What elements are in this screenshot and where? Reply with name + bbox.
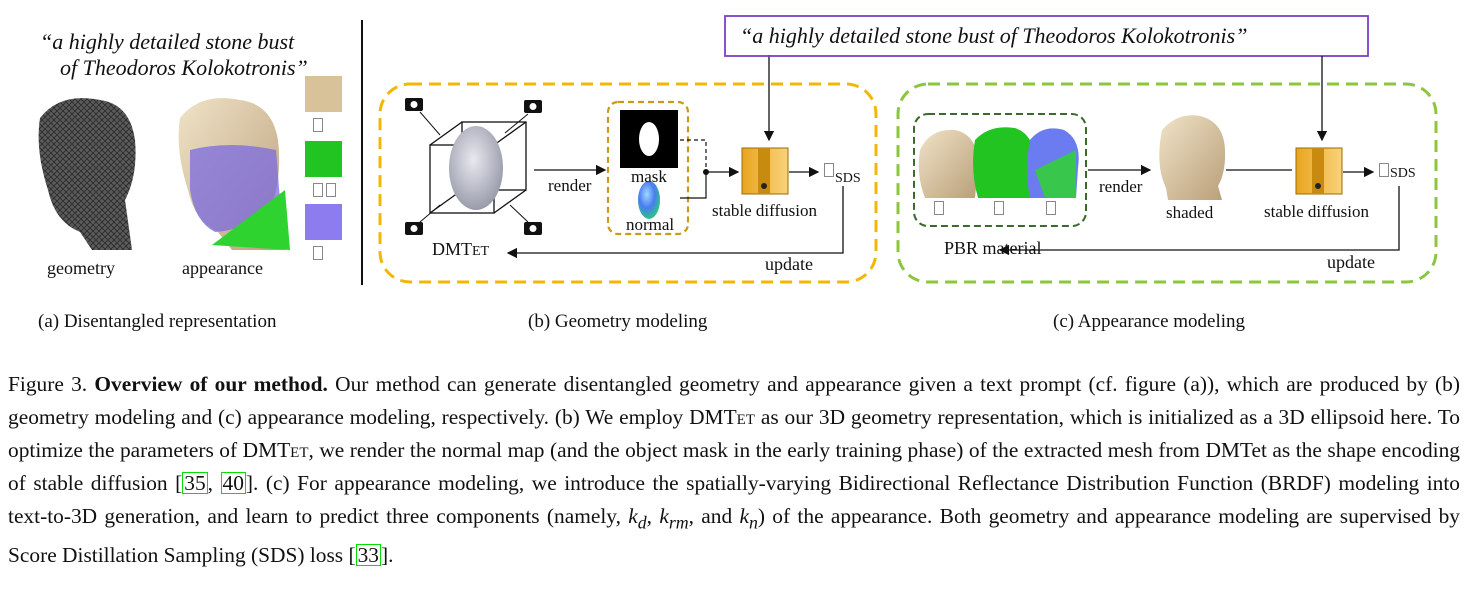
update-label-b: update — [765, 254, 813, 274]
panel-c-prompt: “a highly detailed stone bust of Theodor… — [740, 23, 1248, 48]
geometry-modeling-box — [378, 82, 878, 284]
stable-diffusion-label-c: stable diffusion — [1264, 202, 1369, 221]
panel-a-prompt-line1: “a highly detailed stone bust — [40, 29, 295, 54]
dmtet-cube — [429, 121, 527, 214]
figure-3: “a highly detailed stone bust of Theodor… — [38, 15, 1438, 332]
mask-normal-box — [606, 100, 690, 236]
texture-swatch-roughness — [305, 141, 342, 177]
citation-link-40[interactable]: 40 — [220, 471, 246, 495]
panel-c-caption: (c) Appearance modeling — [1053, 311, 1246, 332]
shaded-label: shaded — [1166, 203, 1214, 222]
caption-title: Overview of our method. — [94, 372, 328, 396]
appearance-modeling-box — [896, 82, 1438, 284]
appearance-label: appearance — [182, 258, 263, 278]
appearance-bust-image — [178, 98, 290, 250]
normal-label: normal — [626, 215, 675, 234]
figure-number: Figure 3. — [8, 372, 88, 396]
panel-a-prompt-line2: of Theodoros Kolokotronis” — [60, 55, 308, 80]
stable-diffusion-icon-b — [741, 147, 789, 195]
sds-label-c: SDS — [1390, 166, 1416, 181]
render-label-b: render — [548, 176, 592, 195]
texture-swatch-normal — [305, 204, 342, 240]
geometry-bust-image — [38, 98, 136, 250]
prompt-box — [724, 15, 1369, 57]
shaded-bust-image — [1159, 115, 1226, 200]
mask-label: mask — [631, 167, 667, 186]
panel-b-caption: (b) Geometry modeling — [528, 311, 708, 332]
render-label-c: render — [1099, 177, 1143, 196]
citation-link-33[interactable]: 33 — [355, 543, 381, 568]
dmtet-label: DMTET — [432, 239, 490, 259]
stable-diffusion-label-b: stable diffusion — [712, 201, 817, 220]
pbr-bust-images — [918, 127, 1079, 198]
panel-a-caption: (a) Disentangled representation — [38, 311, 277, 332]
normal-image — [638, 181, 660, 219]
sds-label-b: SDS — [835, 171, 861, 186]
figure-canvas — [38, 15, 1438, 285]
stable-diffusion-icon-c — [1295, 147, 1343, 195]
pbr-material-box — [913, 113, 1087, 227]
texture-swatch-diffuse — [305, 76, 342, 112]
figure-caption: Figure 3. Overview of our method. Our me… — [8, 372, 1460, 568]
update-label-c: update — [1327, 252, 1375, 272]
citation-link-35[interactable]: 35 — [182, 471, 208, 495]
pbr-material-label: PBR material — [944, 238, 1042, 258]
geometry-label: geometry — [47, 258, 115, 278]
camera-icons — [405, 98, 542, 235]
